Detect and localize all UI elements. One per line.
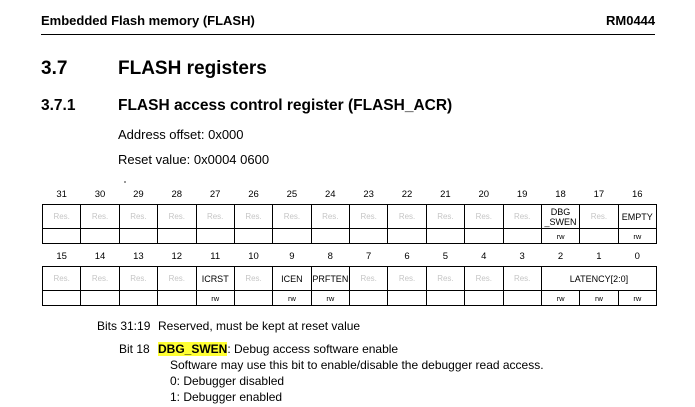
- bit-number: 28: [171, 189, 183, 200]
- reserved-field: Res.: [502, 266, 542, 291]
- reserved-field: Res.: [195, 204, 235, 229]
- reserved-field: Res.: [41, 204, 82, 229]
- reserved-field: Res.: [157, 204, 197, 229]
- reserved-field: Res.: [579, 204, 619, 229]
- subsection-number: 3.7.1: [41, 97, 76, 114]
- bit-number: 16: [632, 189, 643, 200]
- header-rule: [41, 34, 655, 35]
- reset-value: Reset value: 0x0004 0600: [118, 152, 270, 167]
- bit-number: 0: [634, 251, 640, 262]
- access-dbg-swen: rw: [540, 228, 581, 244]
- desc-bit-18-title: : Debug access software enable: [227, 342, 399, 356]
- bit-number: 23: [363, 189, 374, 200]
- bit-number: 5: [442, 251, 449, 262]
- desc-bit-18-label: Bit 18: [119, 342, 150, 356]
- bit-number: 18: [555, 189, 566, 200]
- register-lower-table: 15 14 13 12 11 10 9 8 7 6 5 4 3 2 1 0 Re…: [41, 247, 658, 306]
- bit-number: 14: [94, 251, 106, 262]
- field-dbg-swen-line1: DBG: [550, 206, 571, 217]
- bit-number: 2: [557, 251, 564, 262]
- bit-number: 12: [171, 251, 183, 262]
- header-doc-id: RM0444: [606, 13, 656, 28]
- reserved-field: Res.: [118, 204, 159, 229]
- reserved-field: Res.: [464, 204, 504, 229]
- field-icrst: ICRST: [195, 266, 235, 291]
- reserved-field: Res.: [348, 204, 389, 229]
- access-icrst: rw: [195, 290, 235, 306]
- bit-number: 7: [366, 251, 372, 262]
- field-name-row-lower: Res. Res. Res. Res. ICRST Res. ICEN PRFT…: [41, 266, 658, 291]
- bit-number: 20: [478, 189, 490, 200]
- desc-bit-18-heading: DBG_SWEN: Debug access software enable: [158, 342, 398, 356]
- bit-number: 21: [440, 189, 451, 200]
- desc-bit-18-line2: 0: Debugger disabled: [170, 374, 285, 388]
- access-latency-0: rw: [617, 290, 658, 306]
- header-doc-title: Embedded Flash memory (FLASH): [41, 13, 255, 28]
- bit-number: 4: [481, 251, 487, 262]
- subsection-title: FLASH access control register (FLASH_ACR…: [118, 97, 453, 114]
- reserved-field: Res.: [118, 266, 159, 291]
- bit-number: 15: [56, 251, 67, 262]
- bit-number: 31: [56, 189, 67, 200]
- reserved-field: Res.: [233, 204, 274, 229]
- desc-bit-18-line1: Software may use this bit to enable/disa…: [170, 358, 544, 372]
- reserved-field: Res.: [464, 266, 504, 291]
- bit-number: 3: [519, 251, 525, 262]
- stray-mark: [124, 181, 126, 183]
- reserved-field: Res.: [233, 266, 274, 291]
- field-name-row-upper: Res. Res. Res. Res. Res. Res. Res. Res. …: [41, 204, 658, 229]
- reserved-field: Res.: [41, 266, 82, 291]
- bit-number-row-upper: 31 30 29 28 27 26 25 24 23 22 21 20 19 1…: [43, 185, 657, 205]
- access-row-lower: rw rw rw rw rw rw: [41, 290, 658, 306]
- desc-bit-18-name: DBG_SWEN: [158, 342, 228, 356]
- reserved-field: Res.: [80, 266, 120, 291]
- reserved-field: Res.: [387, 266, 427, 291]
- reserved-field: Res.: [80, 204, 120, 229]
- reserved-field: Res.: [502, 204, 542, 229]
- field-prften: PRFTEN: [310, 266, 351, 291]
- bit-number: 30: [94, 189, 106, 200]
- reserved-field: Res.: [272, 204, 312, 229]
- desc-bits-31-19-label: Bits 31:19: [97, 319, 151, 333]
- bit-number: 17: [593, 189, 605, 200]
- access-icen: rw: [272, 290, 312, 306]
- reserved-field: Res.: [387, 204, 427, 229]
- bit-number: 13: [133, 251, 144, 262]
- bit-number: 22: [401, 189, 413, 200]
- field-dbg-swen: DBG_SWEN: [540, 204, 581, 229]
- bit-number: 27: [209, 189, 221, 200]
- reserved-field: Res.: [157, 266, 197, 291]
- field-dbg-swen-line2: _SWEN: [544, 216, 577, 227]
- desc-bits-31-19-text: Reserved, must be kept at reset value: [158, 319, 361, 333]
- section-title: FLASH registers: [118, 58, 267, 79]
- field-latency: LATENCY[2:0]: [540, 266, 658, 291]
- desc-bit-18-line3: 1: Debugger enabled: [170, 390, 283, 404]
- reserved-field: Res.: [310, 204, 351, 229]
- bit-number: 10: [248, 251, 259, 262]
- register-upper-table: 31 30 29 28 27 26 25 24 23 22 21 20 19 1…: [41, 185, 658, 244]
- bit-number: 11: [210, 251, 221, 262]
- reserved-field: Res.: [425, 266, 466, 291]
- field-icen: ICEN: [272, 266, 312, 291]
- bit-number: 25: [286, 189, 298, 200]
- bit-number-row-lower: 15 14 13 12 11 10 9 8 7 6 5 4 3 2 1 0: [43, 247, 657, 267]
- bit-number: 26: [248, 189, 259, 200]
- access-empty: rw: [617, 228, 658, 244]
- bit-number: 24: [325, 189, 336, 200]
- access-prften: rw: [310, 290, 351, 306]
- access-latency-2: rw: [540, 290, 581, 306]
- reserved-field: Res.: [348, 266, 389, 291]
- address-offset: Address offset: 0x000: [118, 127, 244, 142]
- access-row-upper: rw rw: [41, 228, 658, 244]
- bit-number: 8: [327, 251, 333, 262]
- section-number: 3.7: [41, 58, 68, 79]
- access-latency-1: rw: [579, 290, 619, 306]
- bit-number: 1: [596, 251, 602, 262]
- bit-number: 6: [404, 251, 410, 262]
- bit-number: 19: [516, 189, 528, 200]
- bit-number: 9: [289, 251, 295, 262]
- reserved-field: Res.: [425, 204, 466, 229]
- bit-number: 29: [133, 189, 144, 200]
- field-empty: EMPTY: [617, 204, 658, 229]
